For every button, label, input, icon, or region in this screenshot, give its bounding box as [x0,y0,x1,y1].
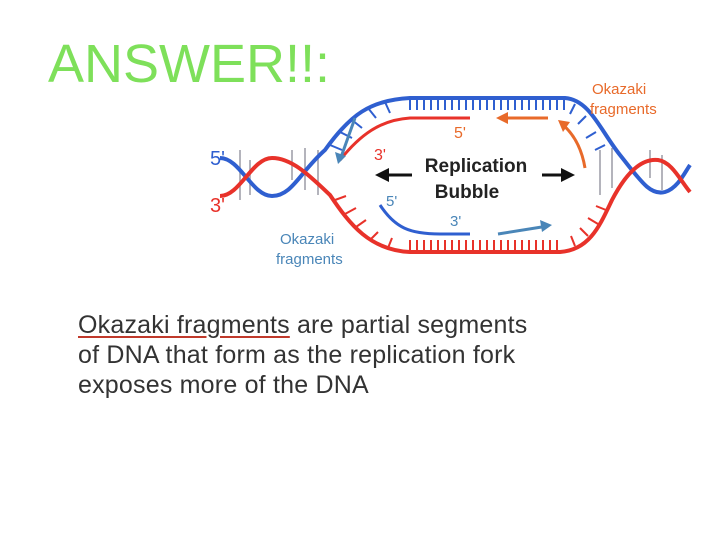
fragment-arrows-bottom [335,117,552,236]
top-tick [329,144,343,151]
top-tick [339,131,353,139]
bottom-tick [579,227,589,237]
replication-bubble-diagram: 5' 3' 5' 3' 5' 3' Replication Bubble Oka… [210,81,692,268]
top-tick [577,115,587,125]
bubble-label-line1: Replication [425,156,527,177]
bottom-tick [595,205,607,211]
top-tick [569,103,576,115]
bottom-tick [355,219,367,228]
explanation-rest: are partial segments of DNA that form as… [78,311,528,399]
okazaki-arrows-top [496,112,587,169]
bubble-label-line2: Bubble [435,182,499,203]
label-3prime-top: 3' [374,147,386,164]
bottom-tick [587,217,599,225]
okazaki-top-line2: fragments [590,101,657,118]
label-5prime-left: 5' [210,148,225,170]
red-strand [219,155,692,254]
bottom-tick [570,235,576,247]
label-5prime-top: 5' [454,125,466,142]
okazaki-term: Okazaki fragments [78,311,290,339]
top-tick [585,131,597,139]
top-tick [384,101,391,114]
blue-strand [219,96,692,199]
label-5prime-inner: 5' [386,193,397,210]
label-3prime-inner: 3' [450,213,461,230]
bottom-tick [334,195,347,201]
okazaki-top-line1: Okazaki [592,81,646,98]
bubble-direction-arrows [375,168,575,182]
bottom-tick [344,207,357,215]
okazaki-bottom-line1: Okazaki [280,231,334,248]
top-tick [594,144,606,151]
slide-title: ANSWER!!: [48,34,331,94]
okazaki-bottom-line2: fragments [276,251,343,268]
top-strand-ticks [329,98,606,151]
new-strand-bottom [378,204,470,236]
label-3prime-left: 3' [210,195,225,217]
new-strand-top [338,116,470,161]
explanation-text: Okazaki fragments are partial segments o… [78,310,548,400]
